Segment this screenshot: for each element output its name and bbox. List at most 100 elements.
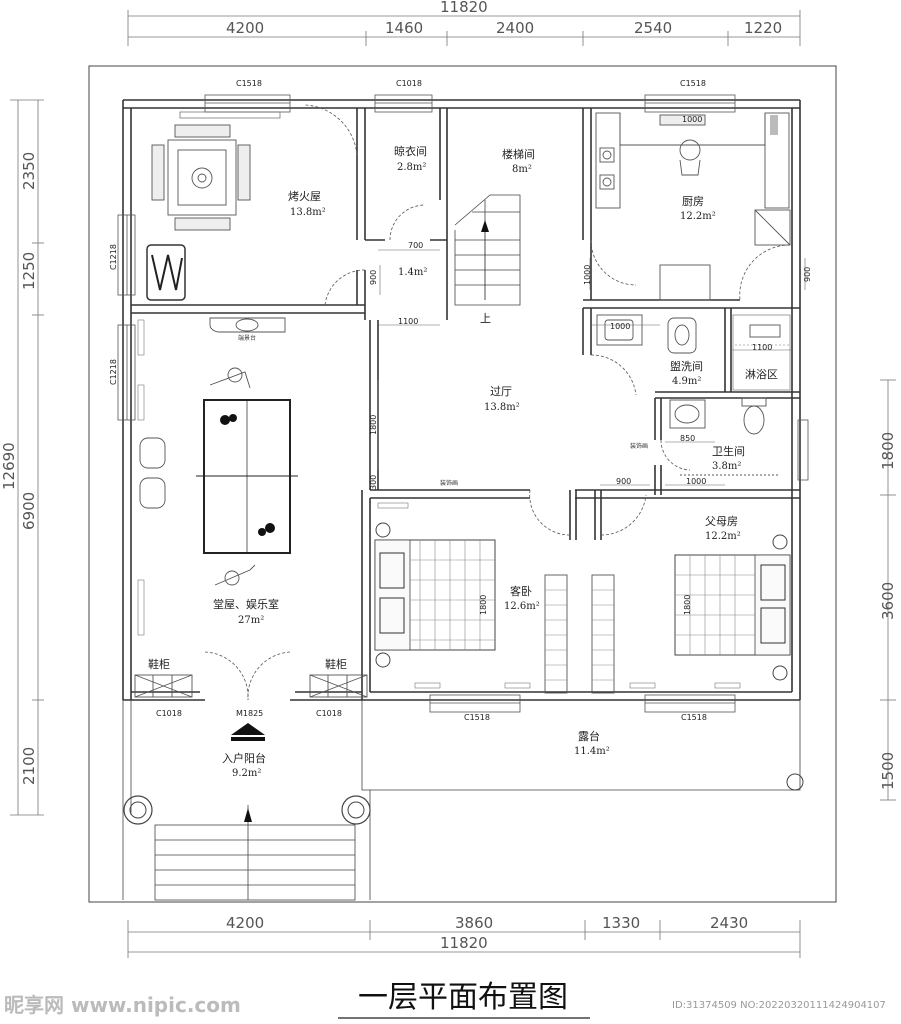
room-area-kitchen: 12.2m² (680, 211, 716, 222)
window-label-closet: C1018 (396, 79, 422, 88)
kitchen-cook-figure (679, 139, 701, 176)
dim-700: 700 (408, 241, 423, 250)
column-right (341, 795, 371, 825)
right-dim-1: 1800 (879, 432, 897, 470)
dim-1800-guest: 1800 (479, 595, 488, 615)
window-label-guest: C1518 (464, 713, 490, 722)
up-arrow-icon (244, 808, 252, 822)
entry-steps (154, 805, 356, 901)
kitchen-counter (595, 112, 791, 246)
room-name-wash: 盥洗间 (670, 360, 703, 373)
room-area-hall: 13.8m² (484, 402, 520, 413)
dim-1000-top: 1000 (682, 115, 702, 124)
left-dim-4: 2100 (20, 747, 38, 785)
bottom-dimensions (127, 920, 801, 958)
dim-900-hall: 900 (616, 477, 631, 486)
stairs (454, 194, 521, 306)
room-area-entry: 9.2m² (232, 768, 261, 779)
altar-table (209, 317, 286, 333)
watermark-id: ID:31374509 NO:20220320111424904107 (672, 1000, 886, 1011)
room-area-wash: 4.9m² (672, 376, 701, 387)
top-dim-4: 2540 (634, 19, 672, 37)
ping-pong-table (196, 399, 298, 554)
terrace-corner-column (786, 773, 804, 791)
column-left (123, 795, 153, 825)
window-label-left-2: C1218 (109, 359, 118, 385)
bottom-dim-3: 1330 (602, 914, 640, 932)
window-label-kitchen: C1518 (680, 79, 706, 88)
top-dim-5: 1220 (744, 19, 782, 37)
parents-bed (674, 534, 791, 681)
room-area-fire: 13.8m² (290, 207, 326, 218)
entry-arrow-bar (231, 737, 265, 741)
watermark-brand: 昵享网 www.nipic.com (4, 993, 241, 1017)
player-figure-bottom (214, 564, 256, 586)
radiators (377, 502, 741, 689)
room-area-terrace: 11.4m² (574, 746, 610, 757)
kitchen-fridge (770, 115, 778, 135)
terrace-outline (122, 700, 801, 900)
window-label-entry-right: C1018 (316, 709, 342, 718)
dim-1000-wc: 1000 (686, 477, 706, 486)
shower-tray (732, 314, 791, 391)
room-name-parents: 父母房 (705, 515, 738, 528)
room-name-closet: 晾衣间 (394, 144, 427, 158)
room-area-parents: 12.2m² (705, 531, 741, 542)
left-dimensions (10, 99, 44, 816)
room-name-stair: 楼梯间 (502, 147, 535, 161)
stair-up-label: 上 (480, 312, 491, 325)
dim-1800-parents: 1800 (683, 595, 692, 615)
top-dim-3: 2400 (496, 19, 534, 37)
room-area-stair: 8m² (512, 164, 532, 175)
window-label-entry-left: C1018 (156, 709, 182, 718)
window-label-fire: C1518 (236, 79, 262, 88)
shoe-cabinet-left-label: 鞋柜 (148, 657, 170, 671)
dim-1000-wash: 1000 (610, 322, 630, 331)
right-dim-3: 1500 (879, 752, 897, 790)
top-dim-2: 1460 (385, 19, 423, 37)
top-dimensions (127, 10, 801, 46)
room-name-hall: 过厅 (490, 385, 512, 398)
radiator-main (137, 319, 145, 636)
stair-arrow-icon (481, 220, 489, 232)
room-area-closet: 2.8m² (397, 162, 426, 173)
top-dim-1: 4200 (226, 19, 264, 37)
dim-300: 300 (369, 475, 378, 490)
kitchen-table (659, 264, 711, 301)
shoe-cabinet-left (134, 674, 193, 698)
altar-label: 端景台 (238, 334, 256, 342)
left-total-dim: 12690 (0, 442, 18, 490)
room-area-wc: 3.8m² (712, 461, 741, 472)
room-name-entry: 入户阳台 (222, 751, 266, 765)
dim-1100-shower: 1100 (752, 343, 772, 352)
room-name-main: 堂屋、娱乐室 (213, 597, 279, 611)
dim-1000-kitchen: 1000 (583, 265, 592, 285)
bottom-dim-4: 2430 (710, 914, 748, 932)
left-dim-1: 2350 (20, 152, 38, 190)
fire-pit-table (151, 124, 251, 231)
room-name-fire: 烤火屋 (288, 189, 321, 203)
room-name-terrace: 露台 (578, 729, 600, 743)
shoe-cabinet-right (309, 674, 368, 698)
room-name-kitchen: 厨房 (682, 195, 704, 208)
dim-1100: 1100 (398, 317, 418, 326)
entry-arrow-icon (231, 723, 265, 735)
window-label-left-1: C1218 (109, 244, 118, 270)
decor-wall-label-2: 装饰画 (630, 442, 648, 450)
top-total-dim: 11820 (440, 0, 488, 16)
door-label-main: M1825 (236, 709, 263, 718)
left-dim-2: 1250 (20, 252, 38, 290)
room-name-wc: 卫生间 (712, 444, 745, 458)
shoe-cabinet-right-label: 鞋柜 (325, 657, 347, 671)
decor-wall-label-1: 装饰画 (440, 479, 458, 487)
rack-icon (146, 244, 186, 301)
bottom-total-dim: 11820 (440, 934, 488, 952)
window-label-parents: C1518 (681, 713, 707, 722)
room-area-guest: 12.6m² (504, 601, 540, 612)
side-chairs (139, 437, 166, 509)
dim-1800-hall: 1800 (369, 415, 378, 435)
dim-900-kitchen: 900 (803, 267, 812, 282)
room-name-guest: 客卧 (510, 584, 532, 598)
wardrobes (544, 574, 615, 694)
